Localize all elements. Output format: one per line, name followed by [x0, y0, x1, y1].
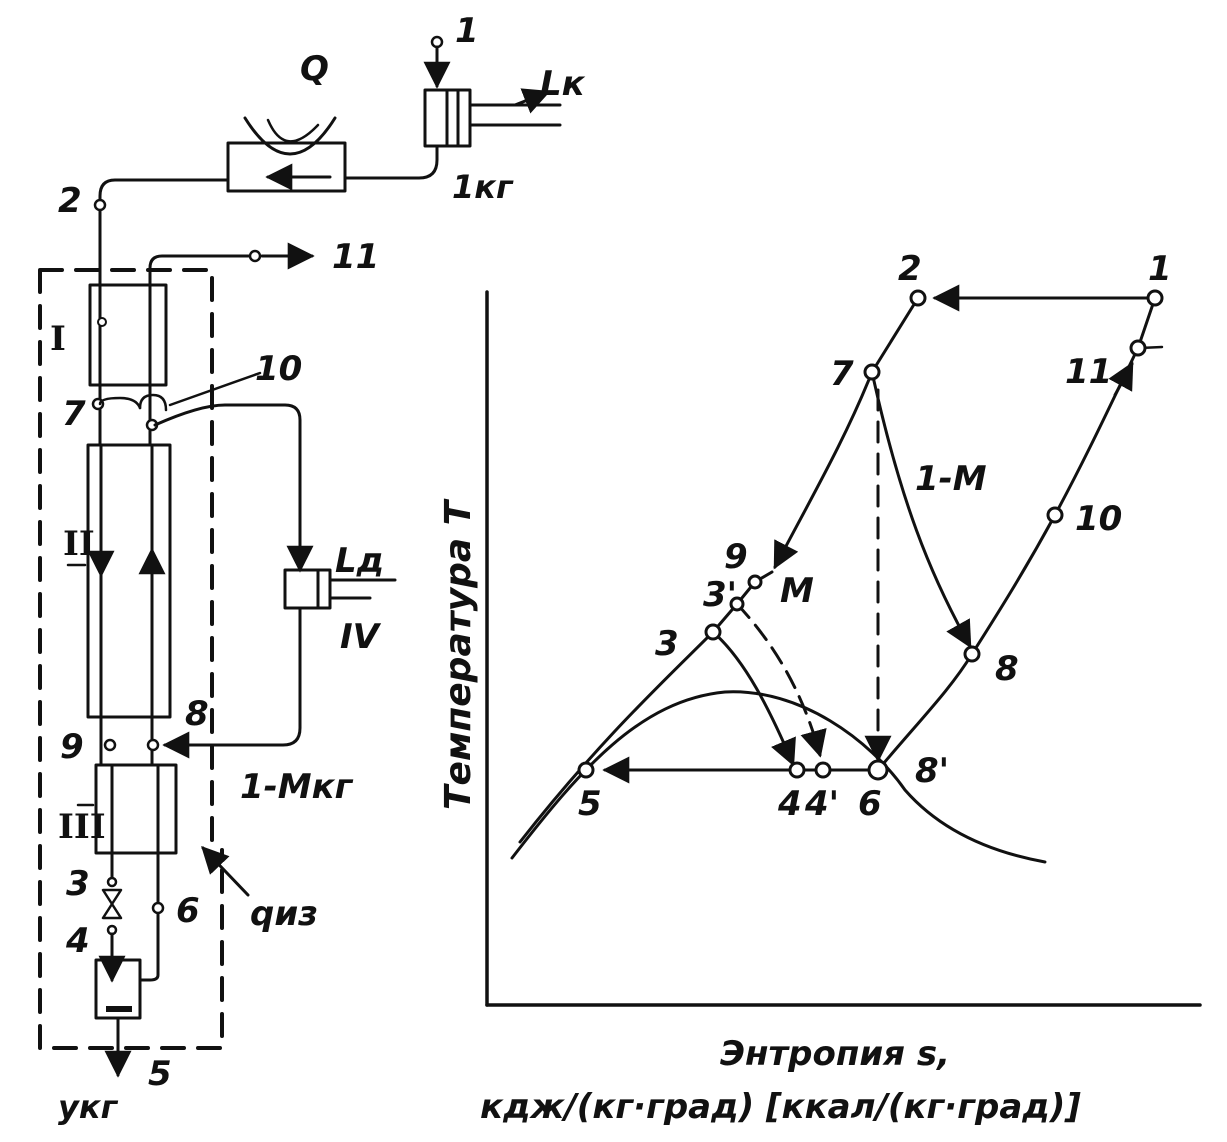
ts-point-label-M: M [780, 571, 814, 611]
mass-expander-label: 1-Mкг [240, 767, 354, 807]
compressor [343, 35, 562, 180]
ts-point-label-6: 6 [858, 784, 882, 824]
saturation-dome [510, 690, 1047, 864]
heat-exchanger-3 [76, 763, 178, 855]
heat-exchanger-2 [66, 443, 172, 719]
ts-point-label-11: 11 [1065, 352, 1112, 392]
ts-point-label-8prime: 8' [915, 751, 949, 791]
y-axis-label: Температура T [438, 498, 479, 810]
heat-label: Q [300, 49, 329, 89]
point-label-10: 10 [255, 349, 302, 389]
ts-expansion-label: 1-M [915, 459, 987, 499]
scheme-labels: 1 Lк Q 1кг 2 11 I 10 7 II Lд IV 8 9 1-Mк… [50, 11, 586, 1126]
ts-point-label-4: 4 [777, 784, 802, 824]
ts-point-label-5: 5 [578, 784, 602, 824]
point-label-9: 9 [60, 727, 84, 767]
cold-box-boundary [38, 268, 224, 1050]
ts-diagram: 1 2 7 11 1-M 10 9 3' M 3 8 8' 5 4 4' 6 Т… [438, 249, 1202, 1127]
point-label-7: 7 [62, 394, 86, 434]
ts-point-label-7: 7 [830, 354, 854, 394]
mass-in-label: 1кг [452, 168, 514, 206]
liquid-separator [94, 958, 142, 1078]
ts-point-label-3prime: 3' [703, 575, 737, 615]
ts-labels: 1 2 7 11 1-M 10 9 3' M 3 8 8' 5 4 4' 6 [578, 249, 1172, 824]
hx-3-label: III [58, 807, 106, 847]
hx-1-label: I [50, 319, 66, 359]
ts-point-label-1: 1 [1148, 249, 1172, 289]
compressor-work-label: Lк [540, 64, 586, 104]
ts-state-points [577, 289, 1164, 781]
ts-point-label-9: 9 [724, 537, 748, 577]
heat-exchanger-1 [88, 283, 168, 387]
aftercooler [93, 116, 347, 287]
point-label-11: 11 [332, 237, 379, 277]
ts-point-label-8: 8 [995, 649, 1019, 689]
ts-point-label-4prime: 4' [804, 784, 839, 824]
point-label-1: 1 [455, 11, 479, 51]
expander [162, 568, 397, 759]
ts-point-label-3: 3 [655, 624, 679, 664]
hx-2-label: II [63, 524, 95, 564]
process-scheme [38, 35, 562, 1078]
point-label-4: 4 [65, 921, 90, 961]
point-label-8: 8 [185, 694, 209, 734]
expander-work-label: Lд [335, 541, 384, 581]
expander-label: IV [340, 617, 382, 657]
liquid-mass-label: yкг [58, 1088, 119, 1126]
ts-point-label-10: 10 [1075, 499, 1122, 539]
point-label-3: 3 [66, 864, 90, 904]
point-label-6: 6 [176, 891, 200, 931]
x-axis-label-line-1: Энтропия s, [720, 1034, 950, 1074]
heat-leak-label: qиз [250, 894, 318, 934]
point-label-5: 5 [148, 1054, 172, 1094]
point-label-2: 2 [58, 181, 82, 221]
ts-point-label-2: 2 [898, 249, 922, 289]
x-axis-label-line-2: кдж/(кг·град) [ккал/(кг·град)] [480, 1087, 1081, 1127]
